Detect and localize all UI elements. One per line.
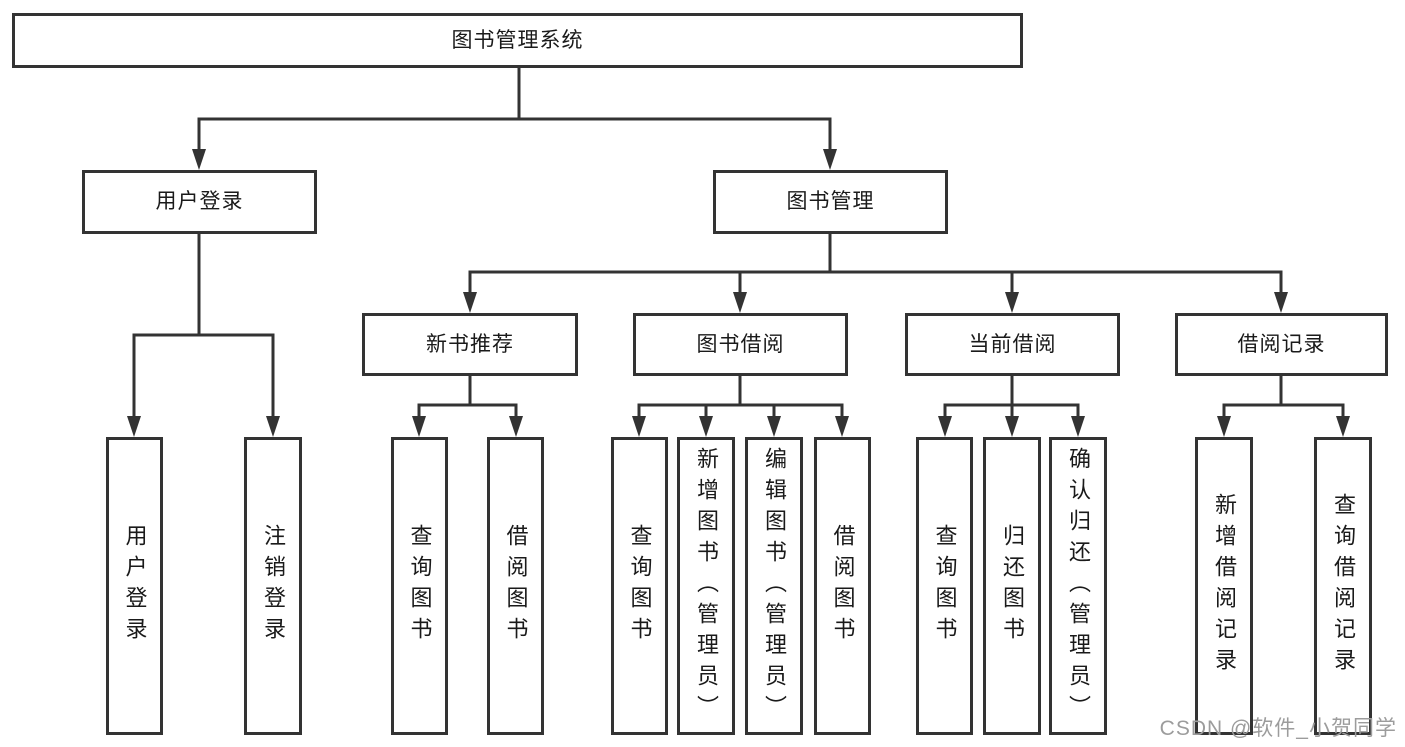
node-root-label: 图书管理系统	[451, 28, 584, 52]
leaf-query-books-3: 查询图书	[916, 437, 973, 735]
leaf-query-borrow-record: 查询借阅记录	[1314, 437, 1372, 735]
node-book-borrow-label: 图书借阅	[696, 332, 785, 356]
node-new-book-recommend-label: 新书推荐	[426, 332, 514, 356]
node-new-book-recommend: 新书推荐	[362, 313, 578, 376]
leaf-borrow-books-2-label: 借阅图书	[830, 524, 856, 648]
node-book-borrow: 图书借阅	[633, 313, 848, 376]
leaf-edit-books-admin: 编辑图书（管理员）	[745, 437, 803, 735]
leaf-query-books-3-label: 查询图书	[932, 524, 958, 648]
node-borrow-records-label: 借阅记录	[1237, 332, 1326, 356]
leaf-confirm-return-admin: 确认归还（管理员）	[1049, 437, 1107, 735]
csdn-watermark: CSDN @软件_小贺同学	[1159, 717, 1397, 740]
leaf-query-borrow-record-label: 查询借阅记录	[1331, 493, 1356, 679]
node-current-borrow: 当前借阅	[905, 313, 1120, 376]
leaf-borrow-books-1: 借阅图书	[487, 437, 544, 735]
leaf-query-books-2-label: 查询图书	[627, 524, 653, 648]
leaf-user-login: 用户登录	[106, 437, 163, 735]
node-book-management-label: 图书管理	[786, 190, 875, 214]
leaf-return-books-label: 归还图书	[1000, 524, 1025, 648]
node-root: 图书管理系统	[12, 13, 1023, 68]
node-book-management: 图书管理	[713, 170, 948, 234]
leaf-query-books-2: 查询图书	[611, 437, 668, 735]
leaf-borrow-books-2: 借阅图书	[814, 437, 871, 735]
leaf-query-books-1: 查询图书	[391, 437, 448, 735]
node-user-login-label: 用户登录	[155, 190, 244, 214]
leaf-borrow-books-1-label: 借阅图书	[503, 524, 529, 648]
leaf-add-books-admin-label: 新增图书（管理员）	[694, 446, 719, 726]
leaf-logout: 注销登录	[244, 437, 302, 735]
node-current-borrow-label: 当前借阅	[968, 332, 1057, 356]
node-borrow-records: 借阅记录	[1175, 313, 1388, 376]
leaf-edit-books-admin-label: 编辑图书（管理员）	[762, 446, 787, 726]
leaf-confirm-return-admin-label: 确认归还（管理员）	[1066, 446, 1091, 726]
node-user-login: 用户登录	[82, 170, 317, 234]
leaf-add-borrow-record-label: 新增借阅记录	[1212, 493, 1237, 679]
leaf-return-books: 归还图书	[983, 437, 1041, 735]
leaf-add-borrow-record: 新增借阅记录	[1195, 437, 1253, 735]
leaf-query-books-1-label: 查询图书	[407, 524, 433, 648]
leaf-user-login-label: 用户登录	[122, 524, 148, 648]
leaf-logout-label: 注销登录	[261, 524, 286, 648]
leaf-add-books-admin: 新增图书（管理员）	[677, 437, 735, 735]
